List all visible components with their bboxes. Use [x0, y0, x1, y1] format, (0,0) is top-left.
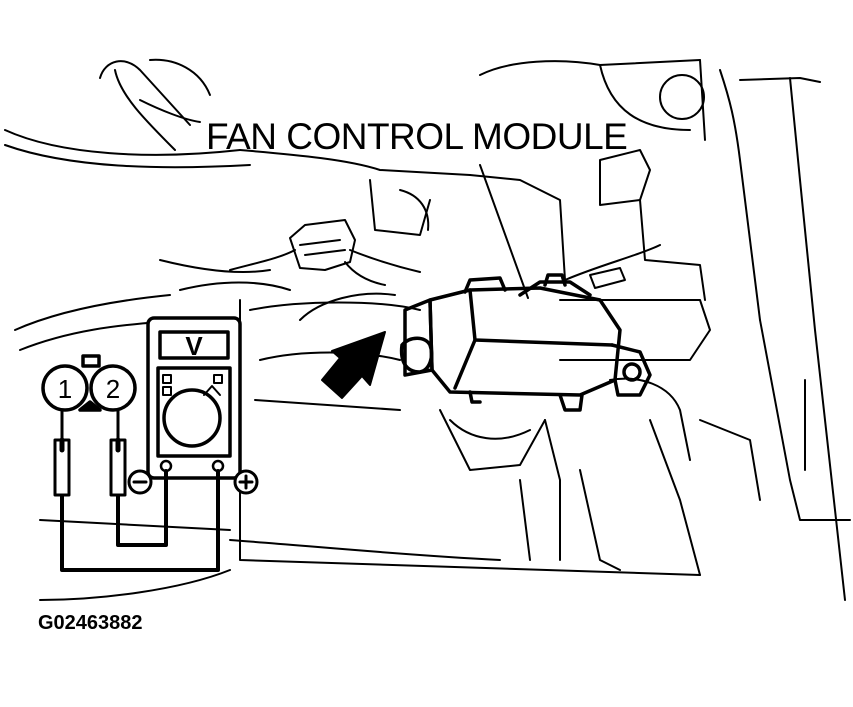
test-lead-wires [60, 469, 220, 572]
probe-2 [109, 408, 127, 497]
pin-1-circle [41, 364, 89, 412]
multimeter [127, 316, 259, 495]
fan-control-module-label: FAN CONTROL MODULE [206, 116, 628, 157]
fan-control-module [399, 273, 652, 412]
meter-selector-dial [162, 388, 222, 448]
meter-display [158, 330, 230, 360]
probe-1 [53, 408, 71, 497]
indicator-arrow [321, 331, 386, 399]
connector-pin-symbol [41, 354, 137, 412]
figure-id: G02463882 [38, 612, 143, 634]
callout-leader-line [479, 164, 529, 299]
pin-2-circle [89, 364, 137, 412]
engine-bay-background [4, 58, 851, 601]
